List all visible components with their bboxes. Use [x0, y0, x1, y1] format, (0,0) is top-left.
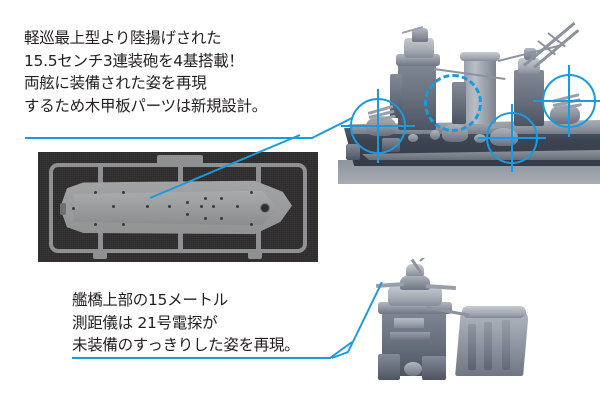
locator-hole [204, 197, 207, 200]
lower-caption: 艦橋上部の15メートル 測距儀は 21号電探が 未装備のすっきりした姿を再現。 [72, 289, 300, 357]
deck-fitting [474, 134, 486, 143]
funnel-structure [455, 310, 529, 376]
stern-notch [60, 203, 66, 215]
locator-hole [220, 197, 223, 200]
forward-tower [398, 60, 436, 130]
funnel-base [452, 82, 466, 124]
locator-hole [236, 205, 239, 208]
upper-caption-line-3: 両舷に装備された姿を再現 [24, 74, 207, 92]
locator-hole [72, 207, 75, 210]
locator-hole [186, 201, 189, 204]
bridge-photo [360, 258, 575, 386]
bridge-yard [419, 258, 436, 262]
aft-tower [514, 70, 544, 126]
locator-hole [220, 217, 223, 220]
funnel-rib [468, 324, 476, 370]
funnel [464, 56, 496, 124]
lower-caption-line-3: 未装備のすっきりした姿を再現。 [72, 336, 300, 354]
upper-caption: 軽巡最上型より陸揚げされた 15.5センチ3連装砲を4基搭載！ 両舷に装備された… [24, 27, 267, 117]
lower-caption-line-1: 艦橋上部の15メートル [72, 291, 228, 309]
locator-hole [212, 205, 215, 208]
locator-hole [146, 205, 149, 208]
locator-hole [200, 205, 203, 208]
deck-fitting [430, 130, 440, 140]
crane-boom [523, 21, 576, 67]
bridge-base-starboard [422, 356, 446, 380]
deck-fitting [382, 138, 400, 152]
sprue-foot [93, 251, 107, 259]
superstructure-photo [338, 12, 600, 184]
rangefinder-housing [400, 274, 430, 290]
funnel-cap [462, 306, 526, 318]
lower-caption-line-2: 測距儀は 21号電探が [72, 313, 218, 332]
deck-fitting [346, 144, 360, 160]
searchlight [404, 362, 422, 376]
bridge-upper-level [388, 286, 442, 306]
sprue-foot [248, 251, 262, 259]
leader-line-upper-underline [25, 117, 353, 139]
locator-hole [94, 191, 97, 194]
bridge-detail [390, 332, 430, 340]
upper-caption-line-2: 15.5センチ3連装砲を4基搭載！ [24, 51, 244, 70]
locator-hole [112, 205, 115, 208]
locator-hole [250, 223, 253, 226]
funnel-cap [460, 52, 500, 61]
mid-turret [490, 128, 518, 146]
deck-fitting [408, 134, 418, 142]
lower-deck-edge [362, 150, 600, 160]
deck-sprue-photo [38, 152, 318, 262]
locator-hole [186, 213, 189, 216]
locator-hole [168, 205, 171, 208]
funnel-rib [484, 322, 492, 370]
tower-upper-deck [404, 38, 434, 58]
large-locator-hole [260, 203, 270, 213]
aft-director [518, 58, 540, 74]
director-top [412, 28, 428, 42]
bridge-base-port [378, 354, 400, 380]
bridge-windows [394, 318, 424, 328]
wooden-deck-part [60, 179, 292, 237]
locator-hole [122, 191, 125, 194]
locator-hole [122, 223, 125, 226]
funnel-rib [502, 320, 510, 370]
upper-caption-line-4: するため木甲板パーツは新規設計。 [24, 96, 267, 115]
upper-caption-line-1: 軽巡最上型より陸揚げされた [24, 29, 222, 47]
locator-hole [94, 223, 97, 226]
deck-part-shading [73, 190, 279, 226]
locator-hole [250, 191, 253, 194]
locator-hole [204, 217, 207, 220]
center-turret [442, 124, 468, 142]
